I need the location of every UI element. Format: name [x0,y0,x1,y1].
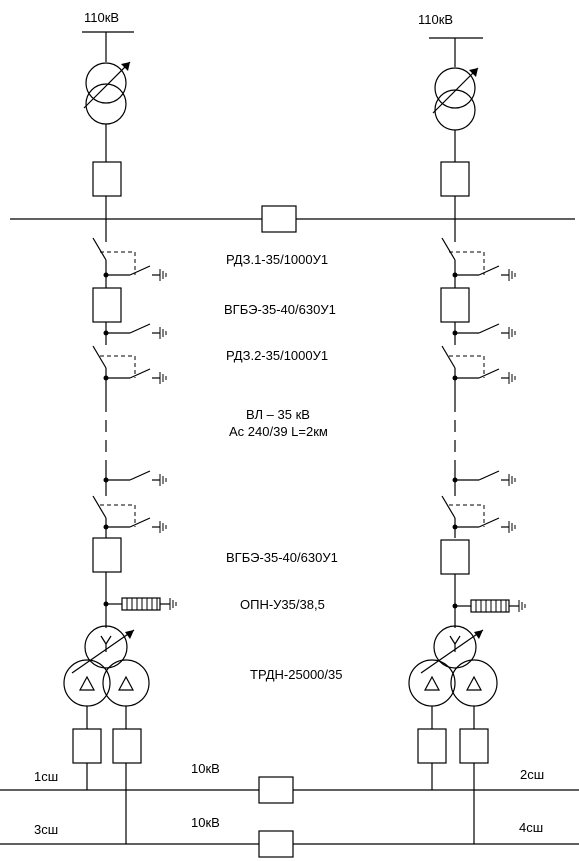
bus-tie-breaker-10kv-upper [258,776,294,804]
label-line-spec: Ас 240/39 L=2км [229,424,328,439]
label-disconnector-2: РДЗ.2-35/1000У1 [226,348,328,363]
bus-tie-breaker-10kv-lower [258,830,294,858]
left-110kv-source [82,31,134,219]
label-section-2: 2сш [520,767,544,782]
label-section-4: 4сш [519,820,543,835]
right-110kv-breaker [440,161,470,197]
right-feeder [440,219,526,628]
left-feeder [92,219,177,628]
label-disconnector-1: РДЗ.1-35/1000У1 [226,252,328,267]
label-section-3: 3сш [34,822,58,837]
right-110kv-source [429,37,483,219]
label-breaker-top: ВГБЭ-35-40/630У1 [224,302,336,317]
label-surge-arrester: ОПН-У35/38,5 [240,597,325,612]
left-110kv-breaker [92,161,122,197]
right-source-voltage: 110кВ [418,12,453,27]
label-breaker-bottom: ВГБЭ-35-40/630У1 [226,550,338,565]
label-voltage-upper: 10кВ [191,761,220,776]
label-line-name: ВЛ – 35 кВ [246,407,310,422]
label-transformer: ТРДН-25000/35 [250,667,343,682]
left-source-voltage: 110кВ [84,10,119,25]
right-transformer [408,625,498,844]
label-section-1: 1сш [34,769,58,784]
bus-tie-breaker-35kv [261,205,297,233]
left-transformer [63,625,150,844]
label-voltage-lower: 10кВ [191,815,220,830]
